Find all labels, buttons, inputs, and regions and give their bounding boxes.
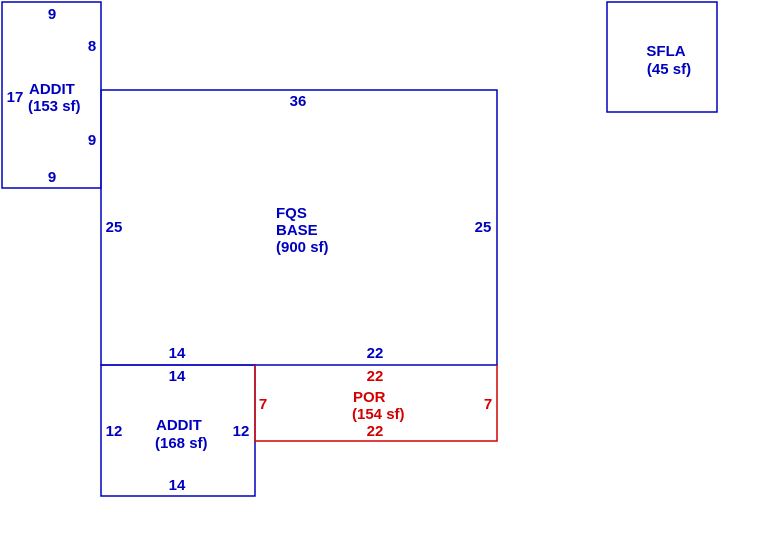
addit-top-dim-left: 17 xyxy=(7,89,24,106)
por-dim-left: 7 xyxy=(259,396,267,413)
base-dim-bottom-right: 22 xyxy=(367,345,384,362)
base-label-line2: BASE xyxy=(276,222,318,239)
addit-bottom-area: (168 sf) xyxy=(155,435,208,452)
addit-bottom-label: ADDIT xyxy=(156,417,202,434)
addit-top-dim-top: 9 xyxy=(48,6,56,23)
sfla-label: SFLA xyxy=(646,43,685,60)
base-dim-top: 36 xyxy=(290,93,307,110)
base-label-line1: FQS xyxy=(276,205,307,222)
addit-bottom-dim-left: 12 xyxy=(106,423,123,440)
addit-top-dim-right-upper: 8 xyxy=(88,38,96,55)
base-area: (900 sf) xyxy=(276,239,329,256)
por-area: (154 sf) xyxy=(352,406,405,423)
sfla-area: (45 sf) xyxy=(647,61,691,78)
por-dim-bottom: 22 xyxy=(367,423,384,440)
por-dim-top: 22 xyxy=(367,368,384,385)
base-dim-left: 25 xyxy=(106,219,123,236)
base-outline xyxy=(100,89,498,366)
por-dim-right: 7 xyxy=(484,396,492,413)
base-dim-bottom-left: 14 xyxy=(169,345,186,362)
sfla-outline xyxy=(606,1,718,113)
base-dim-right: 25 xyxy=(475,219,492,236)
por-label: POR xyxy=(353,389,386,406)
addit-bottom-dim-top: 14 xyxy=(169,368,186,385)
addit-top-dim-bottom: 9 xyxy=(48,169,56,186)
addit-top-area: (153 sf) xyxy=(28,98,81,115)
por-outline xyxy=(254,365,498,442)
addit-top-dim-right-lower: 9 xyxy=(88,132,96,149)
addit-bottom-dim-right: 12 xyxy=(233,423,250,440)
addit-top-label: ADDIT xyxy=(29,81,75,98)
addit-bottom-dim-bottom: 14 xyxy=(169,477,186,494)
